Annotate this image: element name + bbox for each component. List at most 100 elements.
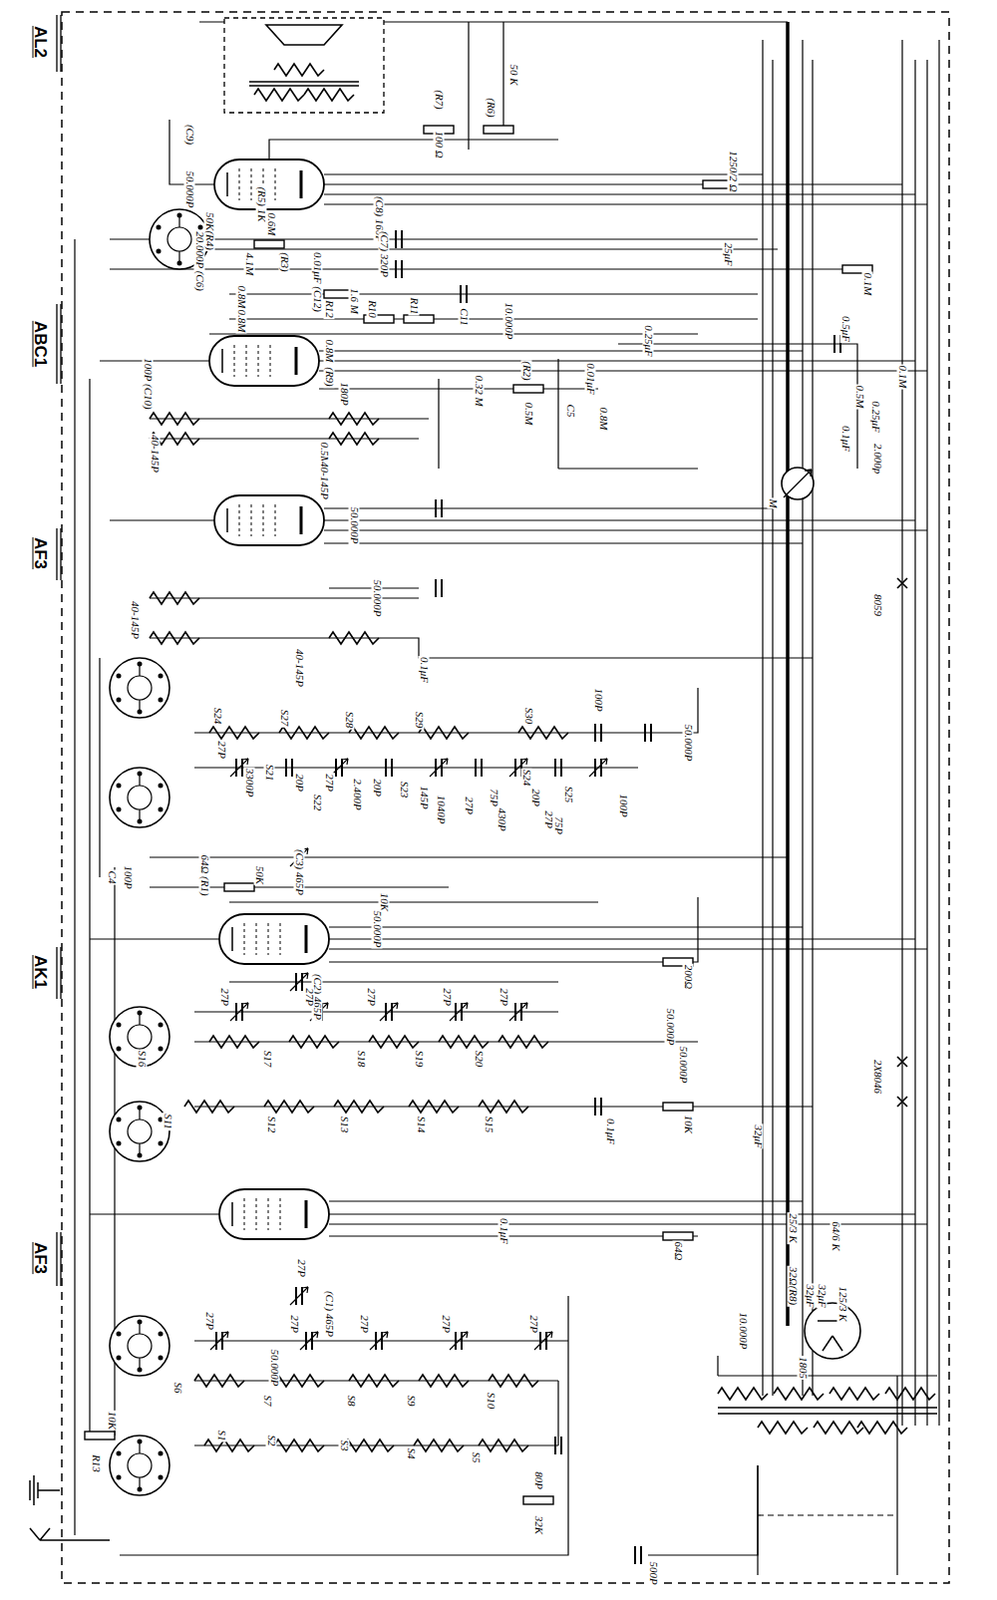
component-value: 40-145P [319, 460, 331, 501]
component-value: 1805 [797, 1355, 809, 1380]
component-value: 27P [441, 987, 453, 1007]
component-value: 0.32 M [473, 373, 485, 407]
component-value: 32μF [816, 1283, 828, 1309]
component-value: S20 [473, 1049, 485, 1069]
component-value: 27P [498, 987, 510, 1007]
component-value: 0.5M [854, 384, 866, 410]
component-value: S12 [266, 1115, 278, 1135]
component-value: 100P [618, 792, 630, 818]
component-value: 430P [496, 806, 508, 832]
component-value: S19 [413, 1049, 425, 1069]
component-value: 2X8046 [872, 1058, 884, 1095]
component-value: S4 [405, 1447, 417, 1461]
component-value: 50.000P [269, 1348, 281, 1388]
component-value: 50.000P [371, 579, 383, 619]
component-value: M [767, 497, 779, 509]
component-value: R10 [366, 299, 378, 320]
tube-type-label: AK1 [31, 954, 49, 991]
component-value: 27P [296, 1258, 308, 1279]
component-value: (R2) [521, 359, 533, 382]
component-value: 40-145P [149, 433, 161, 474]
component-value: 8059 [872, 593, 884, 618]
component-value: S7 [262, 1394, 274, 1408]
component-value: S2 [266, 1434, 278, 1448]
component-value: S6 [172, 1381, 184, 1395]
component-value: (R7) [433, 88, 445, 111]
component-value: 0.8M [236, 285, 248, 311]
component-value: 27P [204, 1311, 216, 1331]
component-value: S3 [338, 1439, 350, 1453]
component-value: 50K [254, 865, 266, 886]
component-value: 64/6 K [830, 1220, 842, 1253]
component-value: 27P [365, 987, 377, 1007]
component-value: 125/3 K [837, 1285, 849, 1323]
component-value: (C1) 465P [324, 1290, 335, 1338]
component-value: S16 [136, 1049, 148, 1069]
component-value: S24 [521, 768, 533, 788]
component-value: 2.000p [872, 442, 884, 475]
component-value: 1250/2 Ω [727, 149, 739, 193]
component-value: 50.000P [682, 723, 694, 763]
component-value: 180P [338, 380, 350, 406]
component-value: 27P [358, 1314, 370, 1334]
component-value: S8 [345, 1394, 357, 1408]
component-value: 0.01μF (C12) [312, 251, 324, 314]
component-value: 3300P [244, 767, 256, 799]
component-value: 40-145P [294, 648, 306, 688]
component-value: C4 [106, 870, 118, 886]
component-value: R11 [408, 297, 420, 317]
component-value: 500P [648, 1560, 660, 1586]
component-value: S14 [415, 1115, 427, 1135]
component-value: 0.8M [236, 309, 248, 334]
component-value: (C7) 320P [378, 230, 390, 279]
component-value: 0.1M [862, 272, 874, 298]
component-value: 10.000P [503, 302, 515, 341]
component-value: 0.6M [266, 212, 278, 238]
component-value: 32Ω(R8) [787, 1266, 799, 1308]
component-value: S22 [312, 793, 324, 813]
component-value: 27P [463, 795, 475, 816]
component-value: 50.000P [677, 1045, 689, 1085]
component-value: 0.25μF [870, 399, 882, 434]
component-value: 0.01μF [585, 361, 597, 396]
component-value: S24 [212, 706, 224, 726]
component-value: 50.000P [664, 1007, 676, 1047]
tube-type-label: AF3 [31, 1241, 49, 1276]
component-value: 0.8M [598, 406, 610, 432]
component-value: 27P [219, 987, 231, 1007]
component-value: 27P [289, 1314, 301, 1334]
component-value: 100 Ω [433, 129, 445, 159]
component-value: (C3) 465P [294, 848, 306, 897]
component-value: S15 [483, 1115, 495, 1135]
component-value: S25 [563, 785, 575, 805]
component-value: 2.400P [351, 777, 363, 811]
component-value: S9 [405, 1394, 417, 1408]
component-value: 145P [418, 784, 430, 810]
component-value: 50.000P [371, 910, 383, 950]
component-value: 50.000P [184, 170, 196, 210]
component-value: 1040P [435, 794, 447, 826]
component-value: 75P [553, 815, 565, 836]
component-value: R13 [90, 1453, 102, 1474]
component-value: 27P [324, 772, 335, 793]
component-value: S5 [470, 1451, 482, 1465]
tube-type-label: AF3 [31, 536, 49, 571]
component-value: R12 [324, 299, 335, 320]
component-value: 20P [530, 787, 542, 808]
component-value: 0.25μF [643, 324, 655, 358]
component-value: 0.1μF [418, 656, 430, 684]
component-value: 0.1μF [605, 1117, 617, 1146]
component-value: S28 [343, 710, 355, 730]
component-value: 0.1M [897, 364, 909, 390]
tube-type-label: AL2 [31, 24, 49, 59]
component-value: 200Ω [682, 964, 694, 991]
component-value: 1.6 M [348, 287, 360, 316]
component-value: C11 [458, 307, 470, 328]
component-value: 80P [533, 1470, 545, 1491]
component-value: S23 [398, 780, 410, 800]
component-value: (R9) [324, 365, 335, 388]
component-value: 27P [440, 1314, 452, 1334]
tube-type-label: ABC1 [31, 320, 49, 368]
component-value: 40-145P [129, 600, 141, 641]
component-value: S21 [264, 763, 276, 783]
